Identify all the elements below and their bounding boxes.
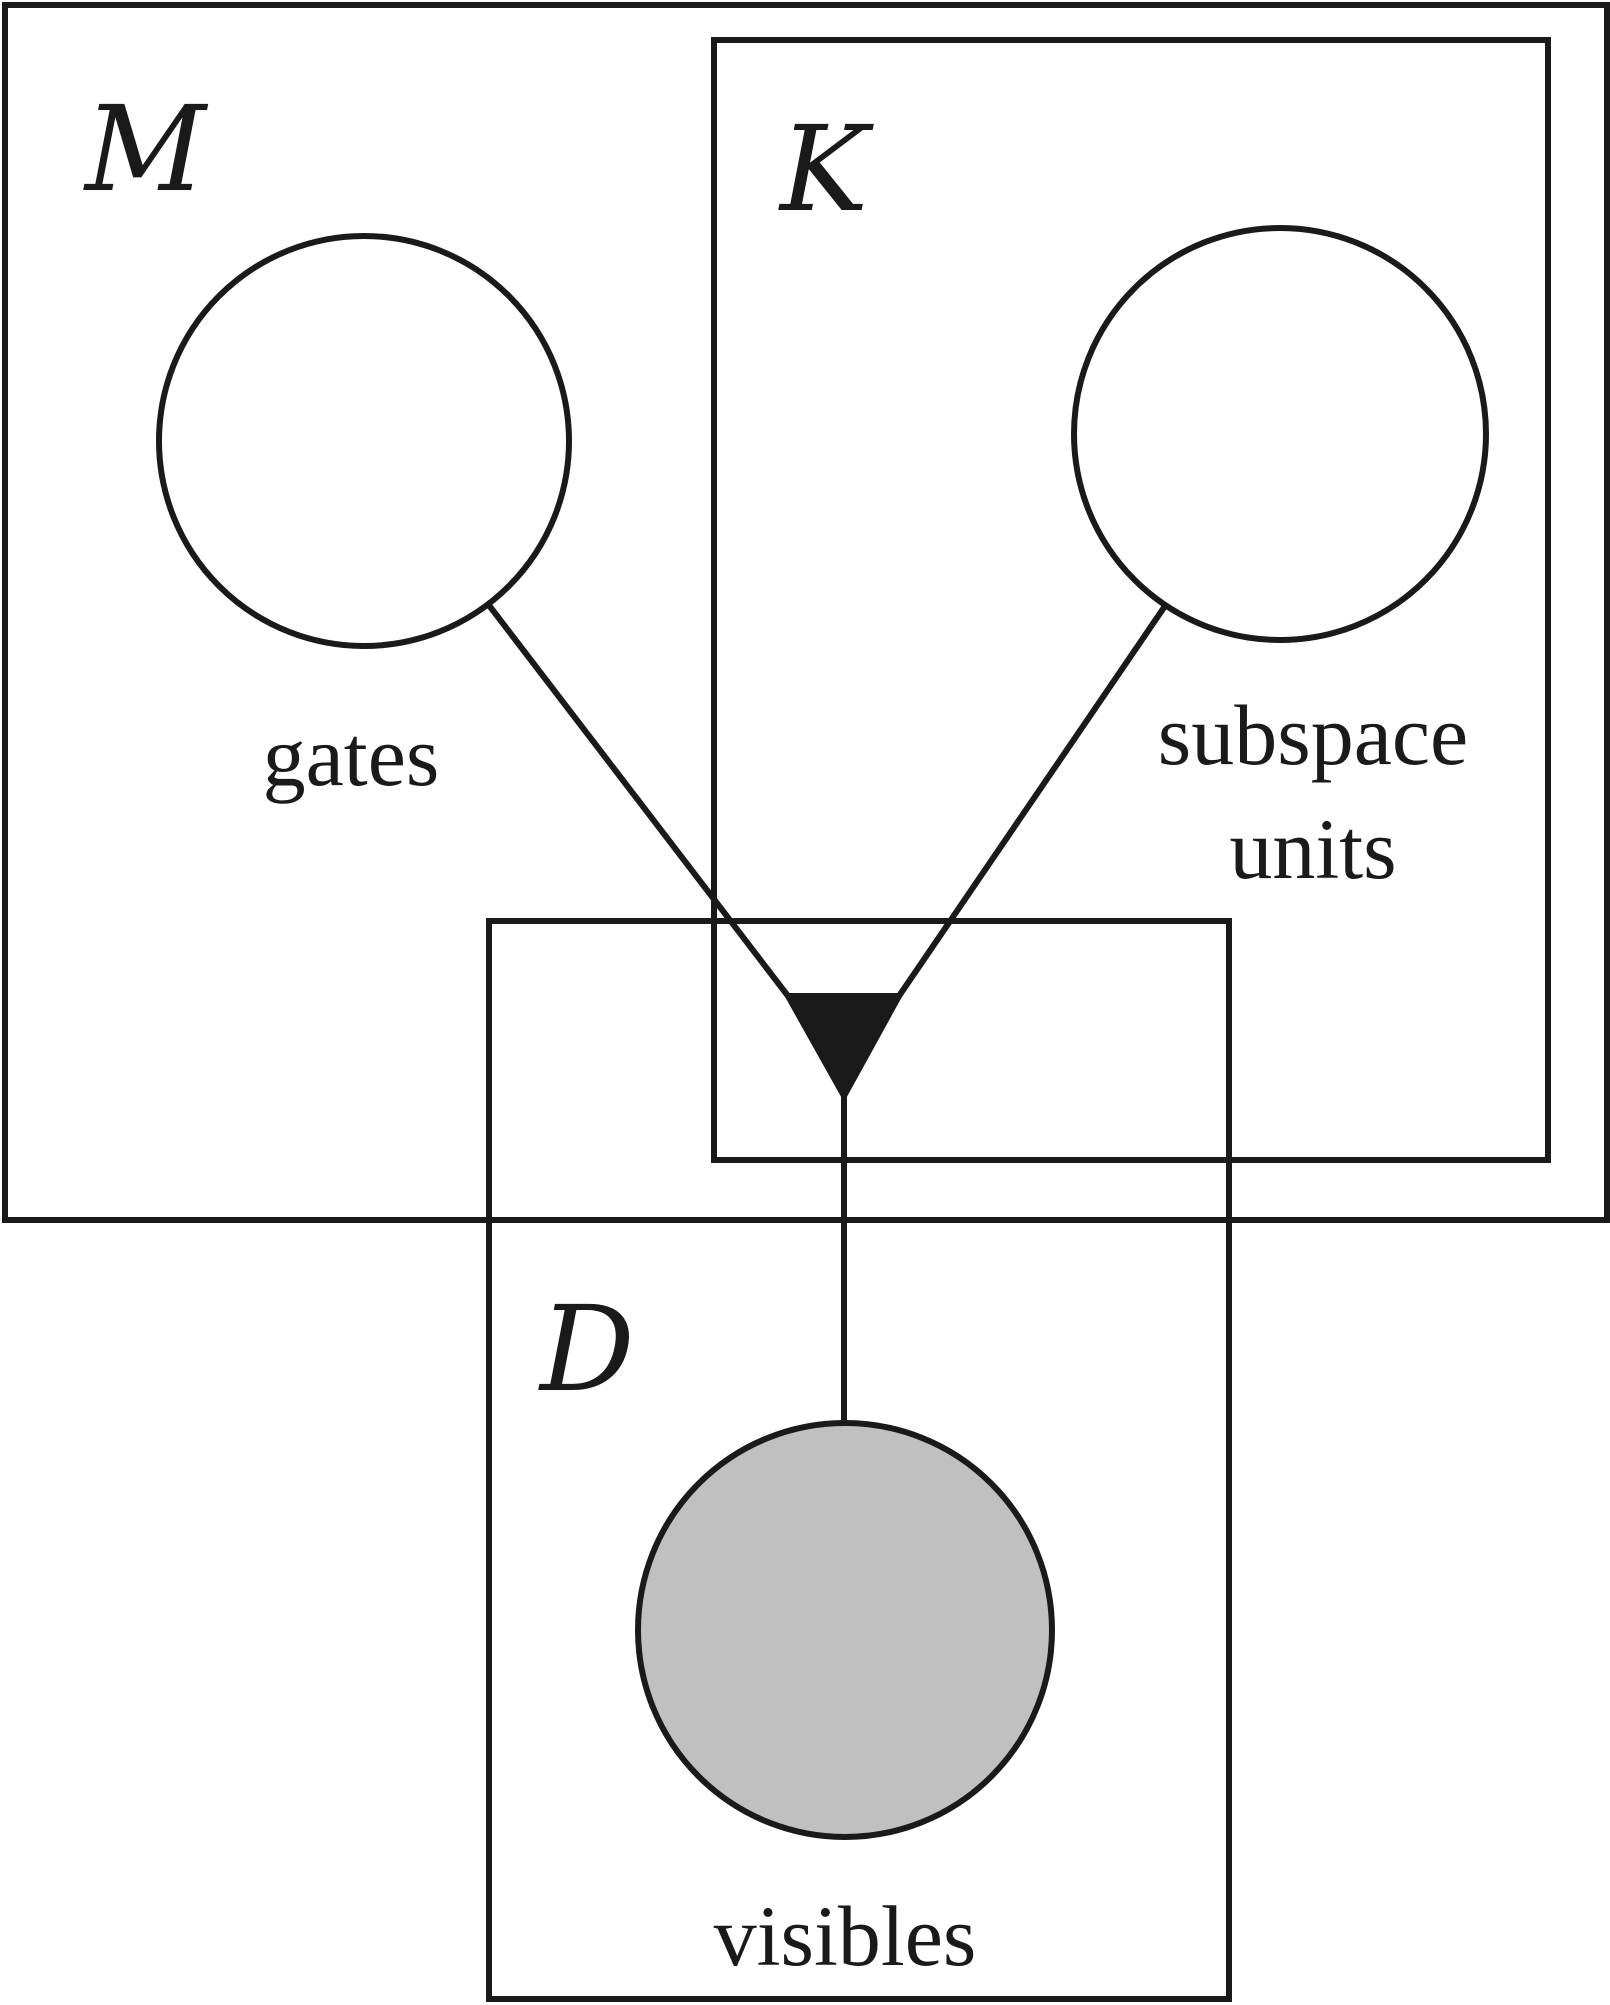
subspace-label: subspace <box>1158 687 1468 783</box>
visibles-node <box>635 1420 1055 1840</box>
plate-k-label: K <box>778 100 874 238</box>
units-label: units <box>1229 801 1396 897</box>
plate-m-label: M <box>83 80 209 218</box>
visibles-label: visibles <box>714 1888 977 1984</box>
edge-subspace-to-gate <box>896 604 1168 998</box>
subspace-units-node <box>1071 225 1489 643</box>
plate-m <box>2 2 1610 1223</box>
plate-k <box>711 37 1551 1163</box>
gates-node <box>156 233 572 649</box>
gates-label: gates <box>263 708 440 804</box>
edge-gates-to-gate <box>485 602 791 998</box>
plate-d <box>486 918 1232 2002</box>
plate-d-label: D <box>538 1280 635 1418</box>
gate-triangle-icon <box>782 993 905 1103</box>
